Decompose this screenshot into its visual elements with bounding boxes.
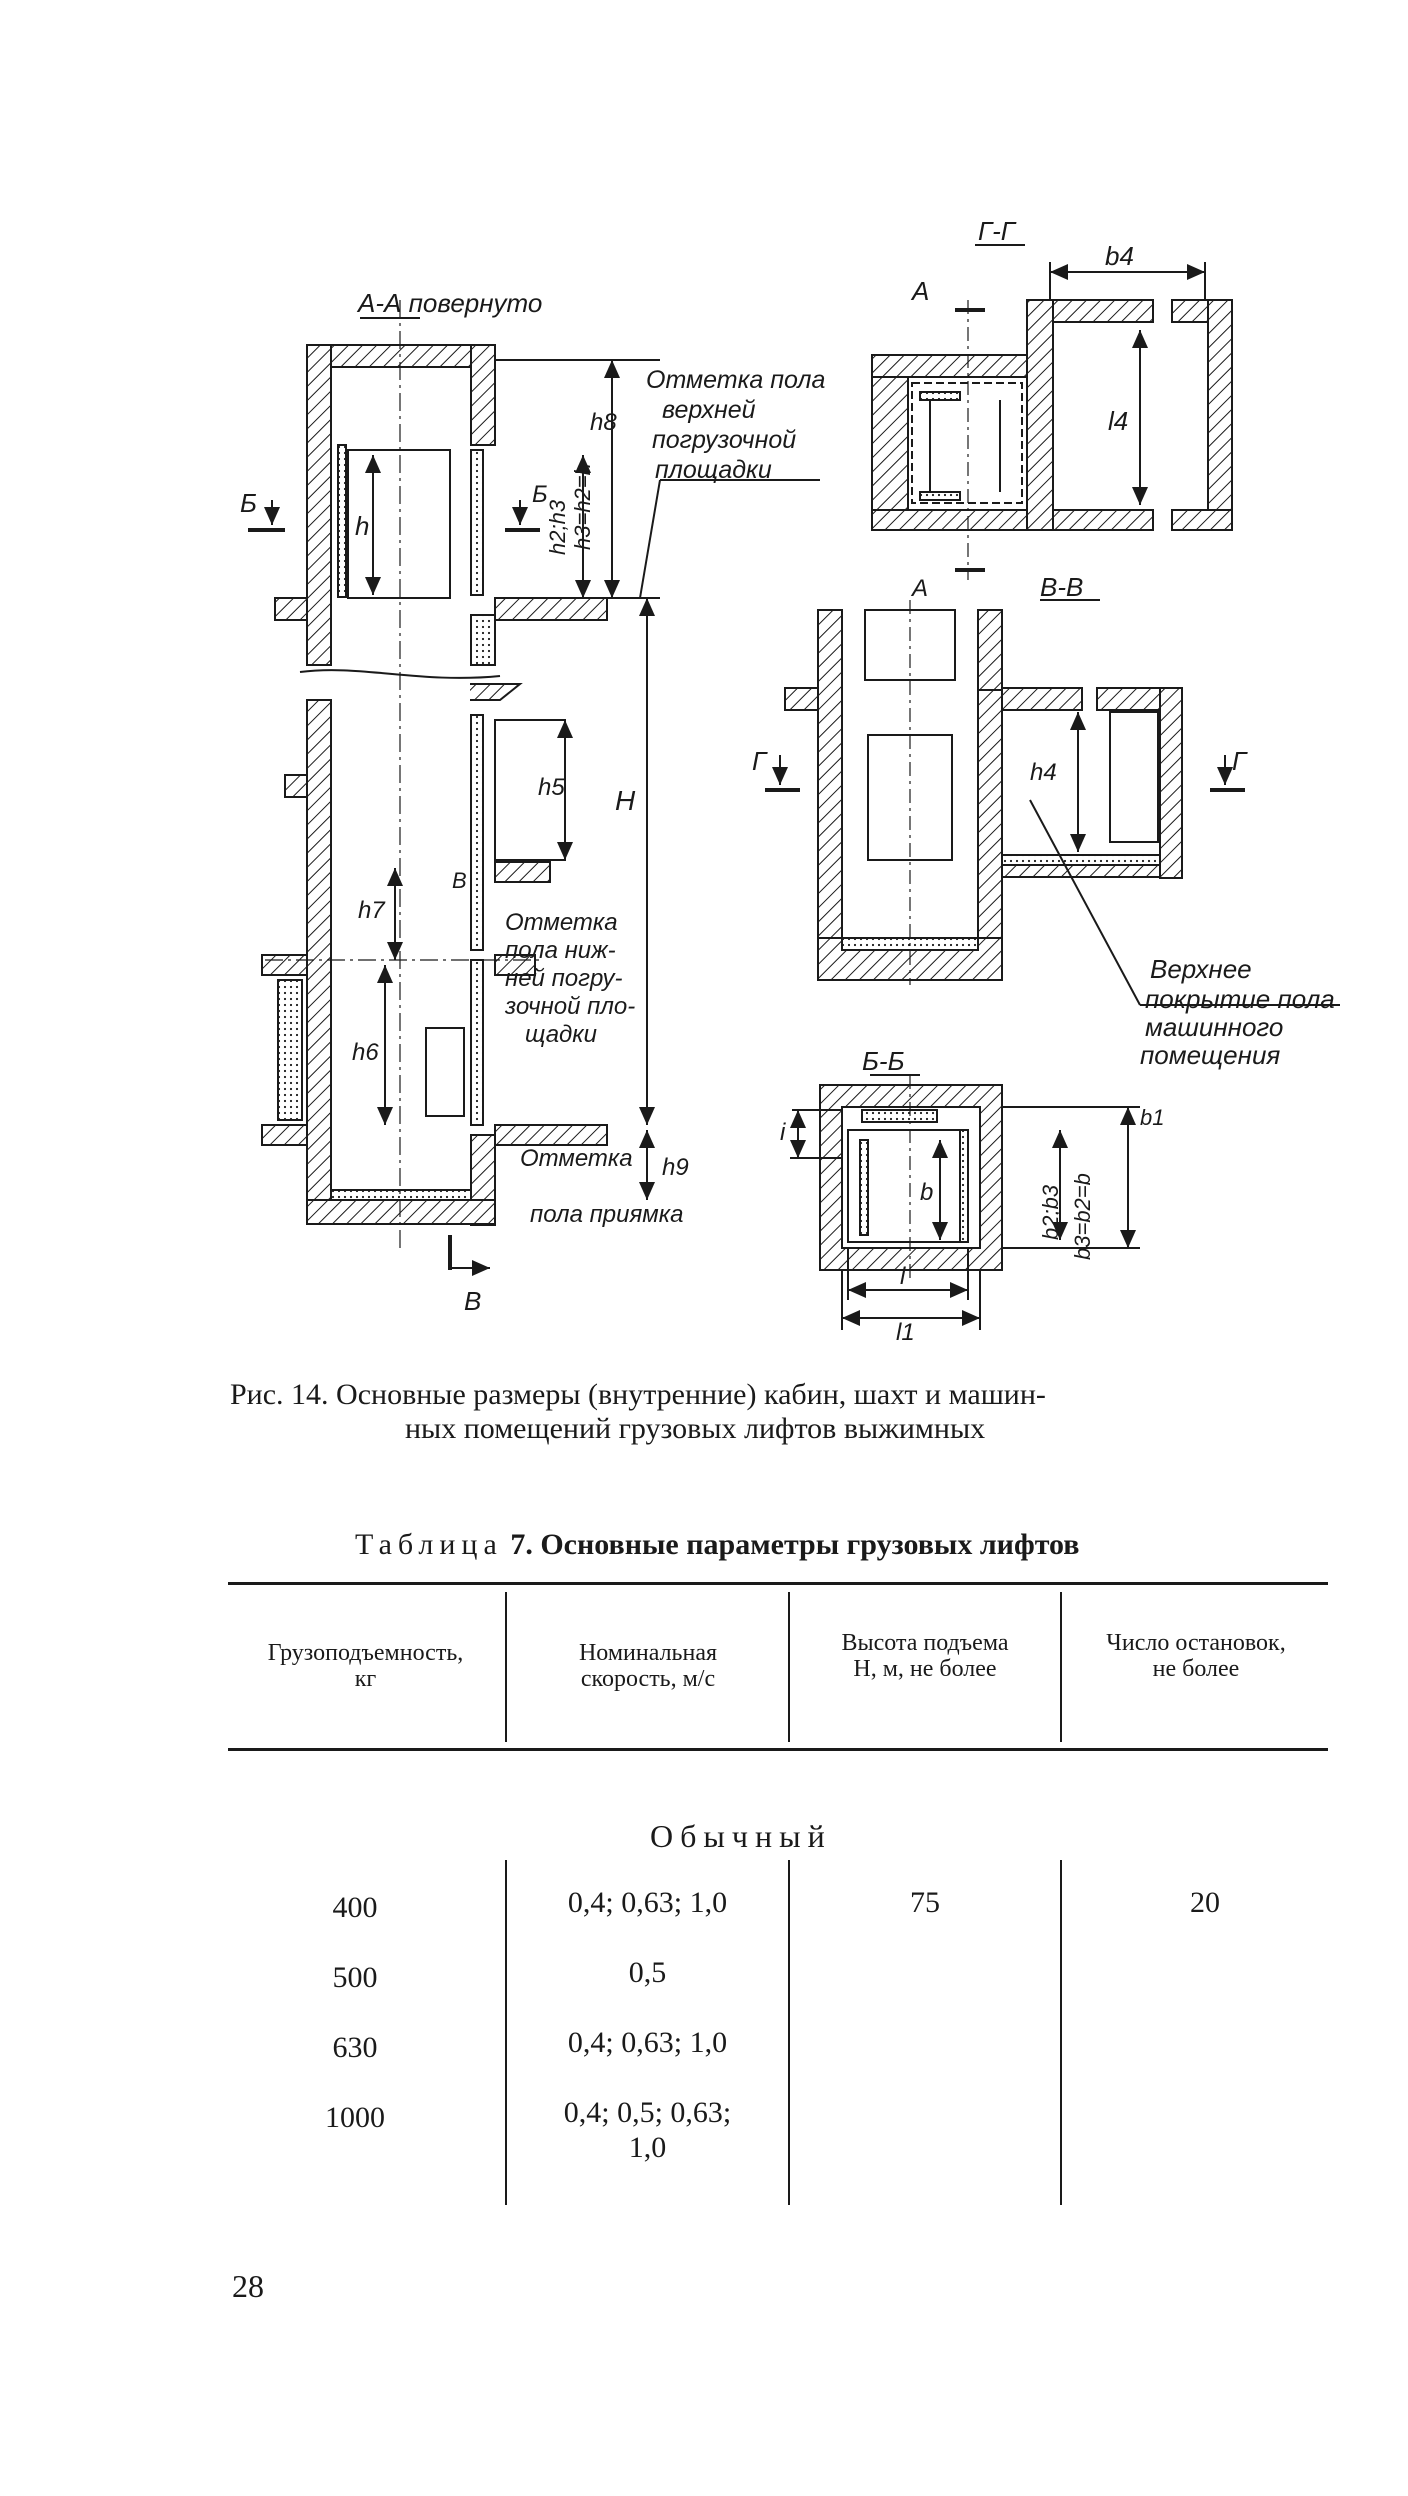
note-bottom-floor-5: щадки xyxy=(525,1021,597,1048)
caption-line-2: ных помещений грузовых лифтов выжимных xyxy=(405,1412,986,1445)
table-label: Таблица xyxy=(355,1528,503,1561)
label-section-aa: А-А повернуто xyxy=(356,288,542,318)
table-top-rule xyxy=(228,1582,1328,1585)
label-mark-a-top: А xyxy=(910,276,929,306)
note-machine-room-1: Верхнее xyxy=(1150,954,1252,984)
figure-caption: Рис. 14. Основные размеры (внутренние) к… xyxy=(230,1378,1350,1446)
header-divider-2 xyxy=(788,1592,790,1742)
page-number: 28 xyxy=(232,2268,264,2304)
note-bottom-floor-3: ней погру- xyxy=(505,965,623,992)
figure-14-drawing: А-А повернуто Б Б В h h8 h2;h3 h3=h2=h H… xyxy=(240,216,1340,1346)
note-top-floor-2: верхней xyxy=(662,396,756,424)
row-1-height: 75 xyxy=(910,1886,940,1919)
label-b: b xyxy=(920,1179,933,1206)
label-mark-b-right: Б xyxy=(532,481,548,508)
label-h8: h8 xyxy=(590,409,617,436)
label-H: H xyxy=(615,785,636,816)
row-1-stops: 20 xyxy=(1190,1886,1220,1919)
label-section-bb: Б-Б xyxy=(862,1046,905,1076)
label-h2h3: h2;h3 xyxy=(545,499,570,555)
table-header-rule xyxy=(228,1748,1328,1751)
note-bottom-floor-4: зочной пло- xyxy=(504,993,635,1020)
body-divider-2 xyxy=(788,1860,790,2205)
label-h9: h9 xyxy=(662,1154,689,1181)
label-b1: b1 xyxy=(1140,1105,1164,1130)
label-i: i xyxy=(780,1119,786,1146)
note-bottom-floor-2: пола ниж- xyxy=(505,937,616,964)
label-section-vv: В-В xyxy=(1040,572,1083,602)
note-machine-room-4: помещения xyxy=(1140,1040,1280,1070)
table-number: 7. xyxy=(510,1528,533,1561)
note-top-floor-1: Отметка пола xyxy=(646,366,825,394)
label-b2b3: b2;b3 xyxy=(1038,1184,1063,1240)
header-divider-1 xyxy=(505,1592,507,1742)
row-3-speed: 0,4; 0,63; 1,0 xyxy=(567,2026,728,2059)
label-h4: h4 xyxy=(1030,759,1057,786)
body-divider-3 xyxy=(1060,1860,1062,2205)
label-h: h xyxy=(355,511,369,541)
section-bb-view xyxy=(790,1074,1140,1330)
table-section-label: Обычный xyxy=(650,1818,832,1854)
label-mark-v-bottom: В xyxy=(464,1286,481,1316)
label-mark-g-left: Г xyxy=(752,746,768,776)
label-l1: l1 xyxy=(896,1319,915,1346)
section-gg-view xyxy=(871,244,1233,580)
label-l4: l4 xyxy=(1108,406,1128,436)
note-pit-2: пола приямка xyxy=(530,1201,683,1228)
row-4-speed: 0,4; 0,5; 0,63; xyxy=(563,2096,732,2129)
label-mark-v-mid: В xyxy=(452,868,467,893)
header-stops: Число остановок,не более xyxy=(1106,1630,1286,1682)
row-4-speed-cont: 1,0 xyxy=(628,2131,667,2164)
row-1-speed: 0,4; 0,63; 1,0 xyxy=(567,1886,728,1919)
table-title-text: Основные параметры грузовых лифтов xyxy=(540,1528,1080,1561)
note-top-floor-3: погрузочной xyxy=(652,426,796,454)
row-1-capacity: 400 xyxy=(332,1891,378,1924)
row-2-speed: 0,5 xyxy=(628,1956,667,1989)
row-3-capacity: 630 xyxy=(332,2031,378,2064)
label-h5: h5 xyxy=(538,774,565,801)
label-b4: b4 xyxy=(1105,241,1134,271)
label-h3h2h: h3=h2=h xyxy=(570,463,595,550)
row-4-capacity: 1000 xyxy=(325,2101,385,2134)
figure-labels: А-А повернуто Б Б В h h8 h2;h3 h3=h2=h H… xyxy=(240,216,1335,1346)
note-top-floor-4: площадки xyxy=(655,456,772,484)
row-2-capacity: 500 xyxy=(332,1961,378,1994)
label-b3b2b: b3=b2=b xyxy=(1070,1173,1095,1260)
note-machine-room-3: машинного xyxy=(1145,1012,1283,1042)
header-divider-3 xyxy=(1060,1592,1062,1742)
label-mark-a-bottom: А xyxy=(910,575,928,602)
label-mark-b-left: Б xyxy=(240,488,257,518)
header-capacity: Грузоподъемность,кг xyxy=(267,1640,464,1692)
section-aa-view xyxy=(248,300,820,1276)
section-vv-view xyxy=(765,599,1340,1006)
label-section-gg: Г-Г xyxy=(978,216,1017,246)
label-h6: h6 xyxy=(352,1039,379,1066)
caption-line-1: Рис. 14. Основные размеры (внутренние) к… xyxy=(230,1378,1046,1411)
label-mark-g-right: Г xyxy=(1232,746,1248,776)
table-title: Таблица 7. Основные параметры грузовых л… xyxy=(355,1528,1080,1562)
note-machine-room-2: покрытие пола xyxy=(1145,984,1335,1014)
note-pit-1: Отметка xyxy=(520,1145,633,1172)
body-divider-1 xyxy=(505,1860,507,2205)
label-l: l xyxy=(900,1263,906,1290)
note-bottom-floor-1: Отметка xyxy=(505,909,618,936)
label-h7: h7 xyxy=(358,897,386,924)
